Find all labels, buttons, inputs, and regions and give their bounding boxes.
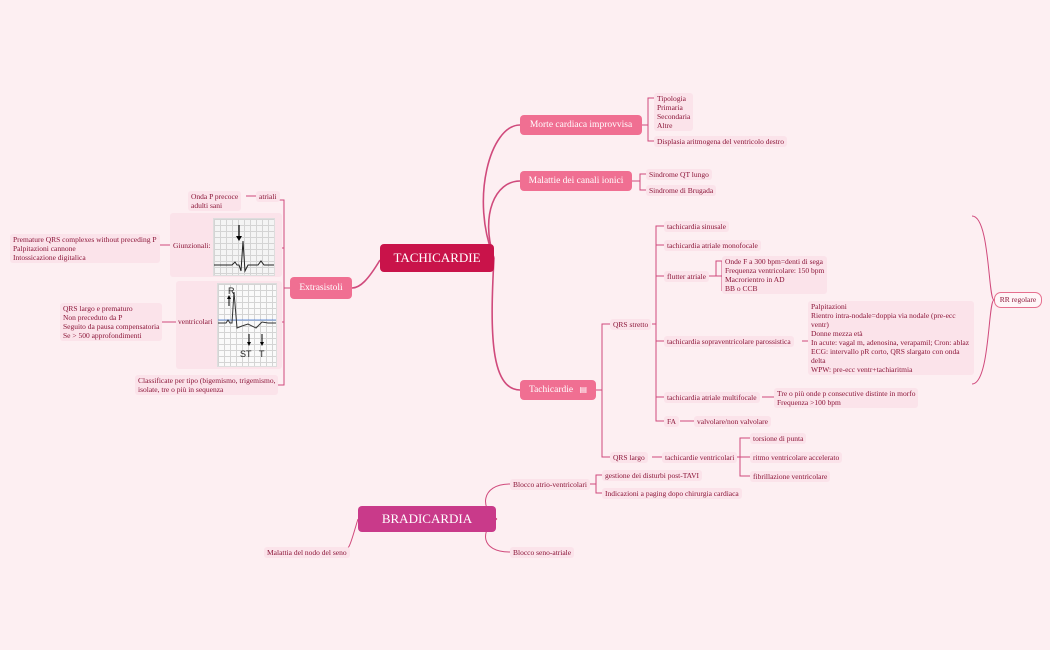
note-line: In acute: vagal m, adenosina, verapamil;… [811, 338, 970, 347]
note-line: Onda P precoce [191, 192, 239, 201]
note-line: Macrorientro in AD [725, 275, 785, 284]
brugada-node[interactable]: Sindrome di Brugada [646, 185, 717, 196]
note-line: Classificate per tipo (bigemismo, trigem… [138, 376, 276, 385]
note-line: Onde F a 300 bpm=denti di sega [725, 257, 823, 266]
blocco-av-node[interactable]: Blocco atrio-ventricolari [510, 479, 590, 490]
note-line: Donne mezza età [811, 329, 863, 338]
branch-extrasistoli[interactable]: Extrasistoli [290, 277, 352, 299]
note-line: Palpitazioni [811, 302, 847, 311]
note-line: WPW: pre-ecc ventr+tachiaritmia [811, 365, 913, 374]
note-line: ECG: intervallo pR corto, QRS slargato c… [811, 347, 960, 356]
ecg-ventricolare-image: R ST T [217, 283, 277, 367]
note-line: Non preceduto da P [63, 313, 123, 322]
torsione-punta-node[interactable]: torsione di punta [750, 433, 807, 444]
note-line: Palpitazioni cannone [13, 244, 76, 253]
parossistica-notes[interactable]: Palpitazioni Rientro intra-nodale=doppia… [808, 301, 974, 375]
ecg-label-r: R [228, 286, 235, 296]
branch-morte-cardiaca[interactable]: Morte cardiaca improvvisa [520, 115, 642, 135]
central-topic-tachicardie[interactable]: TACHICARDIE [380, 244, 494, 272]
pacing-chirurgia-node[interactable]: Indicazioni a paging dopo chirurgia card… [602, 488, 742, 499]
note-line: Se > 500 approfondimenti [63, 331, 142, 340]
ecg-giunzionale-image [213, 218, 275, 276]
branch-tachicardie[interactable]: Tachicardie ▤ [520, 380, 596, 400]
flutter-notes[interactable]: Onde F a 300 bpm=denti di sega Frequenza… [722, 256, 828, 294]
tachicardia-sinusale-node[interactable]: tachicardia sinusale [664, 221, 729, 232]
tipologia-line: Tipologia [657, 94, 686, 103]
displasia-node[interactable]: Displasia aritmogena del ventricolo dest… [654, 136, 788, 147]
note-line: Frequenza >100 bpm [777, 398, 841, 407]
ecg-ventricular-trace-icon: R ST T [218, 286, 276, 359]
branch-canali-ionici[interactable]: Malattie dei canali ionici [520, 171, 632, 191]
ritmo-accelerato-node[interactable]: ritmo ventricolare accelerato [750, 452, 843, 463]
note-line: Tre o più onde p consecutive distinte in… [777, 389, 916, 398]
classificazione-node[interactable]: Classificate per tipo (bigemismo, trigem… [135, 375, 279, 395]
ventricolari-label: ventricolari [178, 317, 213, 326]
blocco-sa-node[interactable]: Blocco seno-atriale [510, 547, 575, 558]
morte-tipologia-block[interactable]: Tipologia Primaria Secondaria Altre [654, 93, 694, 131]
note-line: delta [811, 356, 826, 365]
note-line: Rientro intra-nodale=doppia via nodale (… [811, 311, 956, 320]
tipologia-line: Secondaria [657, 112, 691, 121]
note-line: BB o CCB [725, 284, 758, 293]
note-line: Premature QRS complexes without precedin… [13, 235, 157, 244]
post-tavi-node[interactable]: gestione dei disturbi post-TAVI [602, 470, 703, 481]
qrs-largo-node[interactable]: QRS largo [610, 452, 648, 463]
ecg-label-st: ST [240, 349, 252, 359]
onda-p-precoce-node[interactable]: Onda P precoce adulti sani [188, 191, 242, 211]
atriale-monofocale-node[interactable]: tachicardia atriale monofocale [664, 240, 761, 251]
ventricolari-notes[interactable]: QRS largo e prematuro Non preceduto da P… [60, 303, 163, 341]
giunzionali-label: Giunzionali: [173, 241, 211, 250]
fa-node[interactable]: FA [664, 416, 680, 427]
flutter-atriale-node[interactable]: flutter atriale [664, 271, 709, 282]
ecg-trace-icon [214, 225, 274, 273]
parossistica-node[interactable]: tachicardia sopraventricolare parossisti… [664, 336, 794, 347]
rr-regolare-tag[interactable]: RR regolare [994, 292, 1042, 308]
multifocale-node[interactable]: tachicardia atriale multifocale [664, 392, 760, 403]
branch-tachicardie-label: Tachicardie [528, 385, 574, 395]
note-line: Frequenza ventricolare: 150 bpm [725, 266, 825, 275]
tipologia-line: Altre [657, 121, 673, 130]
giunzionali-notes[interactable]: Premature QRS complexes without precedin… [10, 234, 160, 263]
multifocale-notes[interactable]: Tre o più onde p consecutive distinte in… [774, 388, 919, 408]
fibrillazione-ventricolare-node[interactable]: fibrillazione ventricolare [750, 471, 831, 482]
atriali-node[interactable]: atriali [256, 191, 280, 202]
qrs-stretto-node[interactable]: QRS stretto [610, 319, 652, 330]
note-line: isolate, tre o più in sequenza [138, 385, 224, 394]
topic-bradicardia[interactable]: BRADICARDIA [358, 506, 496, 532]
note-line: adulti sani [191, 201, 223, 210]
ecg-label-t: T [259, 349, 265, 359]
notes-icon: ▤ [579, 385, 588, 394]
note-line: Intossicazione digitalica [13, 253, 86, 262]
fa-note-node[interactable]: valvolare/non valvolare [694, 416, 772, 427]
tipologia-line: Primaria [657, 103, 683, 112]
note-line: ventr) [811, 320, 829, 329]
note-line: QRS largo e prematuro [63, 304, 133, 313]
qt-lungo-node[interactable]: Sindrome QT lungo [646, 169, 712, 180]
nodo-seno-node[interactable]: Malattia del nodo del seno [264, 547, 350, 558]
note-line: Seguito da pausa compensatoria [63, 322, 160, 331]
tachicardie-ventricolari-node[interactable]: tachicardie ventricolari [662, 452, 738, 463]
